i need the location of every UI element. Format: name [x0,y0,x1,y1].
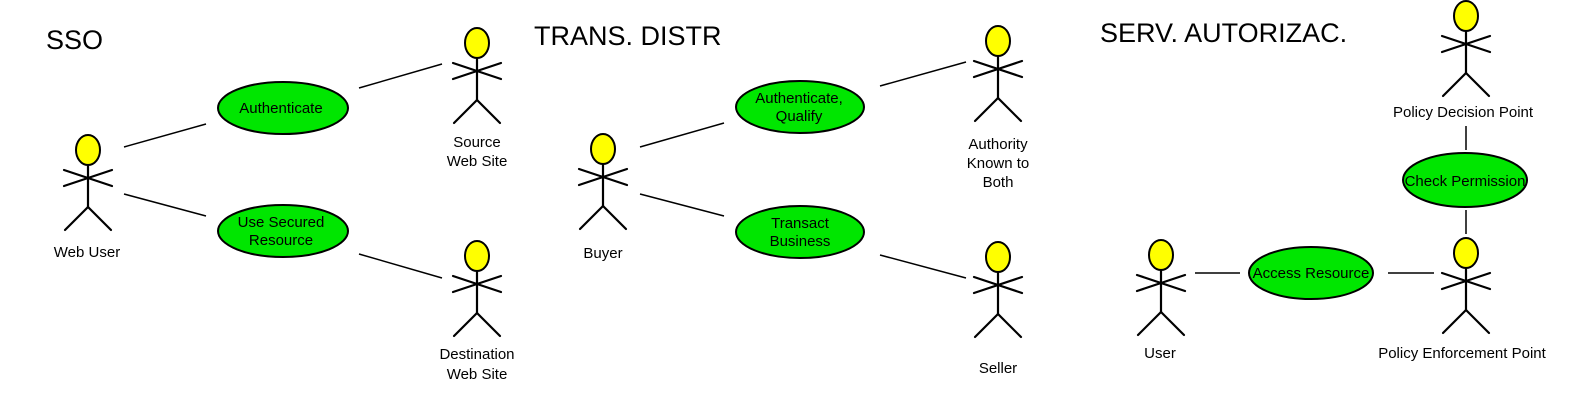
section-title-trans-distr: TRANS. DISTR [534,21,722,51]
actor-label: Policy Enforcement Point [1378,345,1546,362]
actor-head [464,27,490,59]
section-title-serv-autorizac: SERV. AUTORIZAC. [1100,18,1347,48]
actor-policy-decision-point: Policy Decision Point [1393,0,1534,121]
actor-label: Source [453,134,501,151]
actor-arm [1135,273,1187,293]
use-case-label: Qualify [776,108,823,125]
actor-leg [996,96,1023,123]
actor-label: Authority [968,136,1028,153]
actor-label: User [1144,345,1176,362]
actor-head [590,133,616,165]
actor-leg [996,312,1023,339]
use-case-check-permission: Check Permission [1402,152,1528,208]
use-case-authenticate: Authenticate [217,81,349,135]
actor-buyer: Buyer [577,133,629,262]
actor-leg [1441,71,1468,98]
actor-destination-web-site: Destination Web Site [439,240,515,383]
use-case-access-resource: Access Resource [1248,246,1374,300]
association-lines [123,61,1467,279]
use-case-label: Resource [249,232,313,249]
actor-leg [475,311,502,338]
line-transact-seller [879,254,967,279]
actor-arm [972,59,1024,79]
actor-arm [62,168,114,188]
line-webuser-usesecured [123,193,207,217]
actor-arm [451,61,503,81]
actor-authority-known-to-both: Authority Known to Both [967,25,1030,191]
actor-label: Buyer [583,245,622,262]
stick-figure-icon [577,133,629,231]
actor-head [1148,239,1174,271]
actor-policy-enforcement-point: Policy Enforcement Point [1378,237,1547,362]
actor-arm [1440,271,1492,291]
actor-head [75,134,101,166]
actor-head [464,240,490,272]
actor-head [985,241,1011,273]
line-buyer-transact [639,193,725,217]
use-case-transact-business: Transact Business [735,205,865,259]
actor-web-user: Web User [54,134,120,261]
line-usesecured-destination [358,253,443,279]
stick-figure-icon [972,241,1024,339]
line-webuser-authenticate [123,123,207,148]
actor-leg [1441,308,1468,335]
actor-source-web-site: Source Web Site [447,27,508,170]
actor-label: Seller [979,360,1017,377]
stick-figure-icon [1440,0,1492,98]
stick-figure-icon [62,134,114,232]
use-case-label: Access Resource [1253,265,1370,282]
actor-label: Web User [54,244,120,261]
actor-leg [973,312,1000,339]
actor-leg [1464,308,1491,335]
use-case-use-secured-resource: Use Secured Resource [217,204,349,258]
actor-user: User [1135,239,1187,362]
actor-leg [452,98,479,125]
actor-leg [1464,71,1491,98]
actor-head [1453,0,1479,32]
actor-leg [86,205,113,232]
actor-head [1453,237,1479,269]
actor-label: Policy Decision Point [1393,104,1534,121]
use-case-authenticate-qualify: Authenticate, Qualify [735,80,865,134]
use-case-label: Transact [771,215,830,232]
actor-leg [1136,310,1163,337]
stick-figure-icon [1440,237,1492,335]
actor-arm [451,274,503,294]
use-case-label: Check Permission [1405,173,1526,190]
stick-figure-icon [972,25,1024,123]
use-case-label: Authenticate, [755,90,843,107]
use-case-label: Use Secured [238,214,325,231]
actor-seller: Seller [972,241,1024,377]
line-authenticate-source [358,63,443,89]
actor-leg [63,205,90,232]
actor-leg [1159,310,1186,337]
actor-leg [475,98,502,125]
stick-figure-icon [451,27,503,125]
actor-label: Web Site [447,153,508,170]
actor-head [985,25,1011,57]
actor-label: Destination [439,346,514,363]
use-case-label: Authenticate [239,100,322,117]
actor-leg [578,204,605,231]
actor-arm [972,275,1024,295]
actor-label: Known to [967,155,1030,172]
use-case-label: Business [770,233,831,250]
actor-arm [577,167,629,187]
actor-arm [1440,34,1492,54]
actor-label: Web Site [447,366,508,383]
stick-figure-icon [1135,239,1187,337]
line-authqualify-authority [879,61,967,87]
actor-label: Both [983,174,1014,191]
section-title-sso: SSO [46,25,103,55]
actor-leg [601,204,628,231]
line-buyer-authqualify [639,122,725,148]
stick-figure-icon [451,240,503,338]
actor-leg [973,96,1000,123]
actor-leg [452,311,479,338]
